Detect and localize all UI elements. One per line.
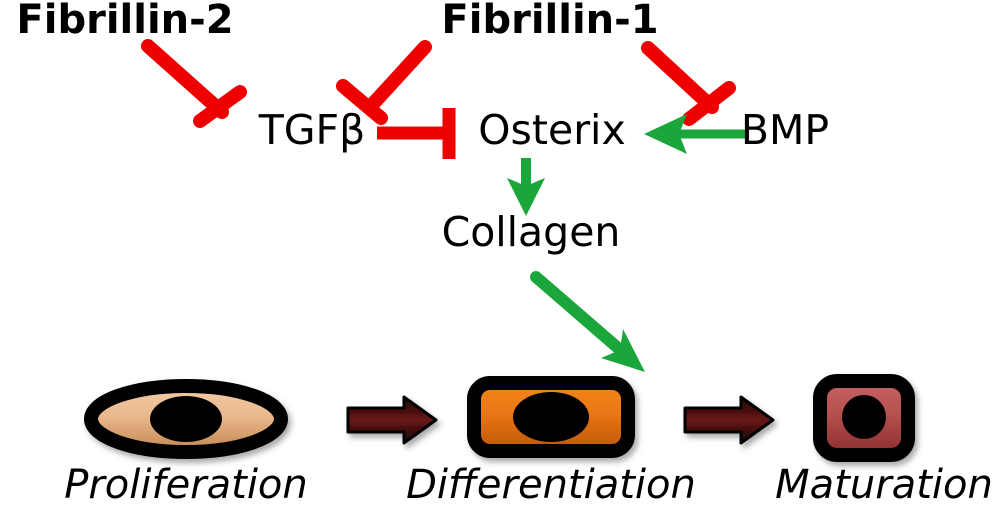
edge-fibrillin1-inhibits-bmp (641, 41, 736, 126)
node-label-collagen: Collagen (442, 208, 621, 256)
stage-label-maturation: Maturation (775, 462, 993, 508)
cell-proliferation (84, 379, 288, 459)
cell-nucleus (150, 396, 222, 442)
activation-arrowhead (507, 178, 545, 216)
arrow-body (346, 395, 438, 445)
inhibition-shaft (641, 41, 719, 114)
node-label-bmp: BMP (741, 106, 829, 154)
cell-nucleus (513, 392, 589, 442)
edge-collagen-activates-differentiation (530, 271, 645, 372)
cell-maturation (813, 374, 915, 462)
inhibition-bar (682, 81, 736, 126)
cell-nucleus (842, 395, 886, 439)
activation-arrowhead (644, 114, 687, 154)
activation-shaft (530, 271, 624, 354)
node-label-fibrillin2: Fibrillin-2 (16, 0, 233, 43)
stage-label-proliferation: Proliferation (64, 462, 308, 508)
transition-arrow-differentiation-to-maturation (683, 395, 775, 445)
edge-osterix-activates-collagen (507, 158, 545, 216)
transition-arrow-proliferation-to-differentiation (346, 395, 438, 445)
cell-differentiation (467, 376, 635, 458)
edge-fibrillin1-inhibits-tgfb (336, 40, 432, 125)
edge-bmp-activates-osterix (644, 114, 748, 154)
inhibition-bar (336, 79, 388, 125)
arrow-body (683, 395, 775, 445)
edge-fibrillin2-inhibits-tgfb (141, 39, 247, 128)
node-label-osterix: Osterix (478, 106, 625, 154)
activation-arrowhead (601, 329, 645, 372)
inhibition-bar (193, 85, 247, 128)
node-label-tgfb: TGFβ (258, 106, 366, 154)
node-label-fibrillin1: Fibrillin-1 (441, 0, 658, 43)
inhibition-shaft (364, 40, 432, 113)
stage-label-differentiation: Differentiation (406, 462, 696, 508)
edge-tgfb-inhibits-osterix (377, 108, 456, 159)
inhibition-shaft (141, 39, 229, 119)
